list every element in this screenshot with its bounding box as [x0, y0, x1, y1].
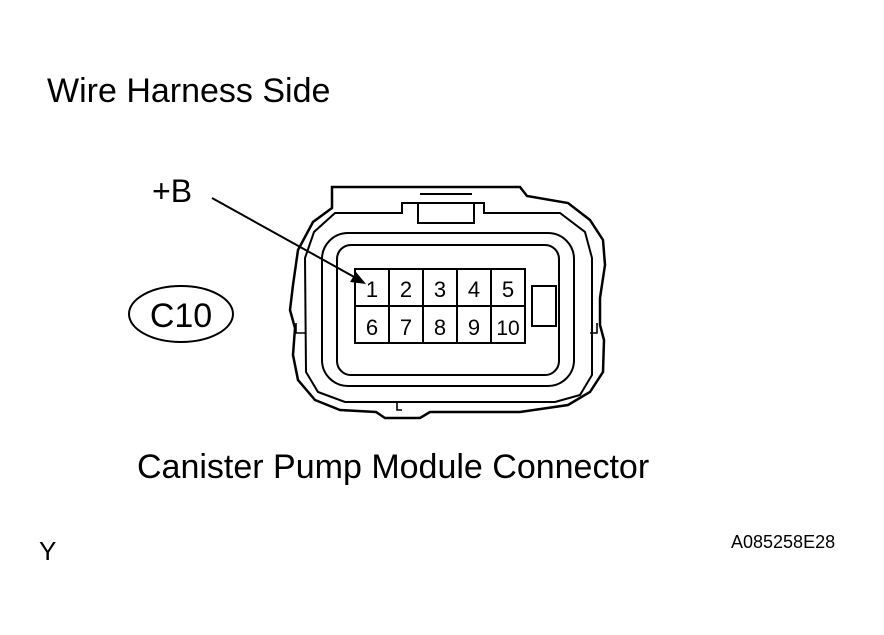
left-notch: [295, 323, 306, 334]
connector-code: C10: [150, 297, 212, 335]
terminal-label: +B: [152, 173, 192, 209]
pin-number: 1: [366, 277, 378, 302]
pin-number: 5: [502, 277, 514, 302]
terminal-leader-line: [211, 197, 357, 279]
bottom-key: [396, 402, 402, 411]
pin-number: 10: [496, 317, 519, 340]
pin-number: 6: [366, 315, 378, 340]
pin-number: 7: [400, 315, 412, 340]
corner-mark-left: Y: [39, 536, 57, 566]
connector-latch: [417, 203, 475, 224]
pin-number: 4: [468, 277, 480, 302]
diagram-title: Wire Harness Side: [47, 72, 331, 110]
connector-housing-outer: [321, 232, 575, 387]
pin-number: 3: [434, 277, 446, 302]
right-notch: [590, 323, 598, 334]
right-key-tab: [531, 285, 557, 327]
connector-code-badge: [128, 285, 234, 343]
pin-number: 9: [468, 315, 480, 340]
leader-arrowhead: [350, 272, 366, 284]
pin-number: 2: [400, 277, 412, 302]
pin-number: 8: [434, 315, 446, 340]
connector-inner-shell: [303, 202, 593, 403]
connector-caption: Canister Pump Module Connector: [137, 448, 650, 486]
figure-code: A085258E28: [731, 532, 836, 552]
connector-housing-inner: [336, 244, 560, 376]
connector-outer-shell: [288, 185, 607, 420]
